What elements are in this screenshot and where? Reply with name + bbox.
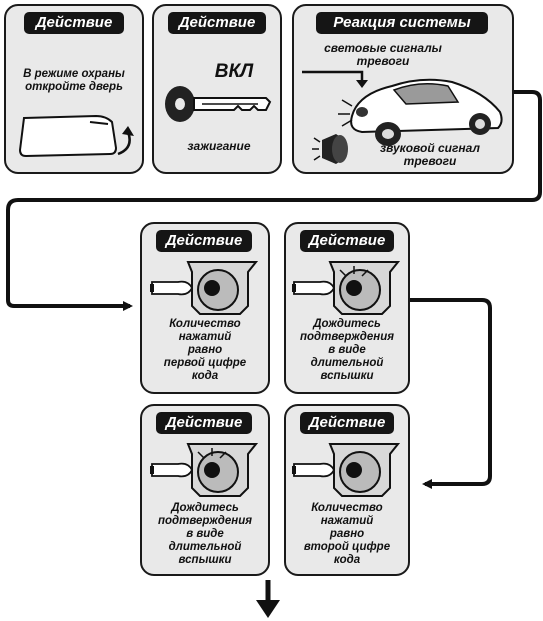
key-icon — [165, 86, 272, 122]
connector-top-to-row2 — [6, 90, 542, 311]
step-tag: Действие — [24, 12, 124, 34]
light-signals-label: световые сигналы тревоги — [324, 41, 442, 68]
connector-row2-to-row3 — [410, 298, 492, 489]
step-second-digit-box: Действие Количество нажатий равно второй… — [284, 404, 410, 576]
step-text: Дождитесь подтверждения в виде длительно… — [299, 318, 395, 382]
ignition-caption: зажигание — [187, 139, 251, 153]
sound-signal-label: звуковой сигнал тревоги — [380, 141, 480, 168]
step-text: Количество нажатий равно второй цифре ко… — [303, 502, 391, 566]
step-tag: Действие — [300, 230, 394, 252]
button-press-icon — [292, 443, 401, 497]
door-icon — [18, 114, 134, 158]
step-tag: Действие — [156, 412, 252, 434]
step-wait-confirm-box-2: Действие Дождитесь подтверждения в виде … — [140, 404, 270, 576]
step-text: Количество нажатий равно первой цифре ко… — [163, 318, 247, 382]
button-press-icon — [150, 261, 259, 315]
step-tag: Действие — [300, 412, 394, 434]
step-first-digit-box: Действие Количество нажатий равно первой… — [140, 222, 270, 394]
reaction-tag: Реакция системы — [316, 12, 488, 34]
siren-icon — [312, 134, 348, 164]
step-tag: Действие — [168, 12, 266, 34]
step-ignition-box: Действие ВКЛ зажигание — [152, 4, 282, 174]
step-tag: Действие — [156, 230, 252, 252]
button-press-icon — [292, 261, 401, 315]
step-text: Дождитесь подтверждения в виде длительно… — [157, 502, 253, 566]
step-wait-confirm-box-1: Действие Дождитесь подтверждения в виде … — [284, 222, 410, 394]
step-text: В режиме охраны откройте дверь — [23, 68, 125, 93]
key-on-label: ВКЛ — [214, 61, 254, 82]
car-icon — [302, 70, 503, 146]
button-press-icon — [150, 443, 259, 497]
step-open-door-box: Действие В режиме охраны откройте дверь — [4, 4, 144, 174]
system-reaction-box: Реакция системы световые сигналы тревоги… — [292, 4, 514, 174]
